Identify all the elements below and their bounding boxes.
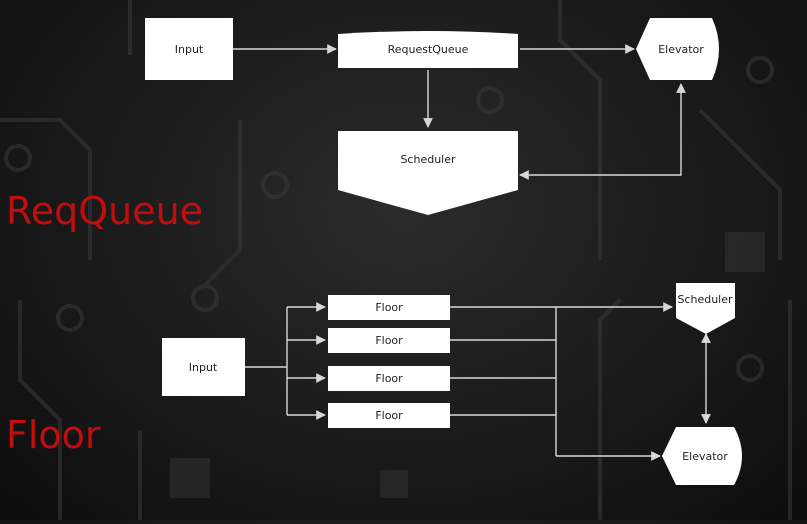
- floor-label: Floor: [375, 301, 403, 314]
- circuit-background: [0, 0, 792, 520]
- floor-node-1: Floor: [328, 295, 450, 320]
- floor-node-4: Floor: [328, 403, 450, 428]
- floor-node-3: Floor: [328, 366, 450, 391]
- requestqueue-label: RequestQueue: [388, 43, 469, 56]
- input-node: Input: [145, 18, 233, 80]
- input-label: Input: [175, 43, 204, 56]
- scheduler-node: Scheduler: [338, 131, 518, 215]
- scheduler-label: Scheduler: [400, 153, 456, 166]
- reqqueue-diagram: Input RequestQueue Elevator Scheduler: [145, 18, 719, 215]
- floor-scheduler-node: Scheduler: [676, 283, 735, 334]
- floor-label: Floor: [375, 409, 403, 422]
- floor-input-label: Input: [189, 361, 218, 374]
- elevator-label: Elevator: [658, 43, 704, 56]
- requestqueue-node: RequestQueue: [338, 31, 518, 68]
- floor-diagram: Input Floor Floor Floor Floor Scheduler …: [162, 283, 742, 485]
- floor-elevator-node: Elevator: [662, 427, 742, 485]
- edge-elevator-to-scheduler: [519, 83, 686, 180]
- floor-label: Floor: [375, 334, 403, 347]
- floor-section-label: Floor: [6, 413, 101, 457]
- floor-elevator-label: Elevator: [682, 450, 728, 463]
- floor-scheduler-label: Scheduler: [677, 293, 733, 306]
- floor-node-2: Floor: [328, 328, 450, 353]
- elevator-node: Elevator: [636, 18, 719, 80]
- reqqueue-section-label: ReqQueue: [6, 189, 204, 233]
- floor-label: Floor: [375, 372, 403, 385]
- floor-input-node: Input: [162, 338, 245, 396]
